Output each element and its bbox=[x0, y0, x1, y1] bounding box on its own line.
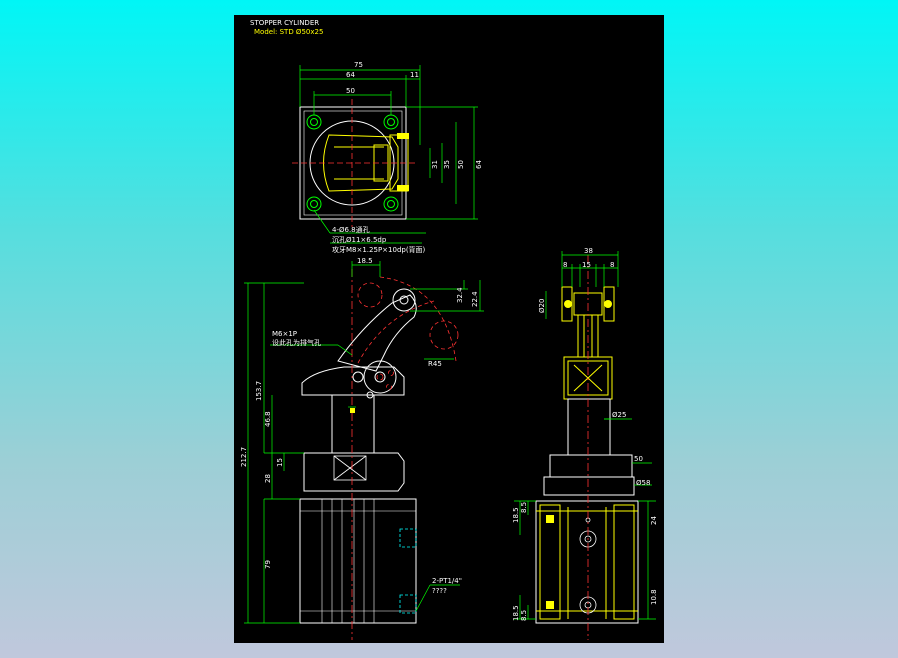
dim-front-468: 46.8 bbox=[264, 411, 272, 427]
dim-front-r45: R45 bbox=[428, 360, 442, 368]
dim-top-50: 50 bbox=[346, 87, 355, 95]
drawing-title: STOPPER CYLINDER bbox=[250, 19, 319, 27]
dim-top-11: 11 bbox=[410, 71, 419, 79]
dim-top-31: 31 bbox=[431, 160, 439, 169]
dim-top-64: 64 bbox=[346, 71, 355, 79]
dim-front-15: 15 bbox=[276, 458, 284, 467]
dim-side-24: 24 bbox=[650, 516, 658, 525]
note-counterbore: 沉孔Ø11×6.5dp bbox=[332, 236, 387, 244]
dim-side-85b: 8.5 bbox=[520, 610, 528, 621]
top-view: 75 64 11 50 31 35 50 64 4-Ø6.8通孔 沉孔Ø11×6… bbox=[292, 61, 483, 254]
dim-side-50: 50 bbox=[634, 455, 643, 463]
note-port: 2-PT1/4" bbox=[432, 577, 462, 585]
drawing-sheet: STOPPER CYLINDER Model: STD Ø50x25 bbox=[234, 15, 664, 643]
dim-front-224: 22.4 bbox=[471, 291, 479, 307]
cad-drawing: STOPPER CYLINDER Model: STD Ø50x25 bbox=[240, 19, 658, 640]
dim-front-1537: 153.7 bbox=[255, 381, 263, 401]
dim-top-50v: 50 bbox=[457, 160, 465, 169]
note-m6-vent: 设此孔为排气孔 bbox=[272, 338, 321, 347]
drawing-model: Model: STD Ø50x25 bbox=[254, 28, 323, 36]
note-m6: M6×1P bbox=[272, 330, 297, 338]
dim-side-p20: Ø20 bbox=[538, 299, 546, 313]
dim-side-15: 15 bbox=[582, 261, 591, 269]
dim-front-185: 18.5 bbox=[357, 257, 373, 265]
dim-side-p58: Ø58 bbox=[636, 479, 650, 487]
dim-side-38: 38 bbox=[584, 247, 593, 255]
dim-front-324: 32.4 bbox=[456, 287, 464, 303]
dim-top-75: 75 bbox=[354, 61, 363, 69]
dim-side-85: 8.5 bbox=[520, 502, 528, 513]
note-holes: 4-Ø6.8通孔 bbox=[332, 225, 370, 234]
dim-top-35: 35 bbox=[443, 160, 451, 169]
dim-side-p25: Ø25 bbox=[612, 411, 626, 419]
side-view: 38 8 15 8 Ø20 Ø25 50 Ø58 18.5 8.5 24 18.… bbox=[512, 247, 658, 640]
dim-side-185b: 18.5 bbox=[512, 605, 520, 621]
front-view: 18.5 32.4 22.4 R45 M6×1P 设此孔为排气孔 153.7 4… bbox=[240, 257, 484, 640]
note-thread: 攻牙M8×1.25P×10dp(背面) bbox=[332, 245, 426, 254]
dim-side-185: 18.5 bbox=[512, 507, 520, 523]
dim-front-2127: 212.7 bbox=[240, 447, 248, 467]
note-port-q: ???? bbox=[432, 587, 447, 595]
dim-side-8a: 8 bbox=[563, 261, 567, 269]
dim-side-108: 10.8 bbox=[650, 589, 658, 605]
dim-top-64v: 64 bbox=[475, 160, 483, 169]
dim-front-28: 28 bbox=[264, 474, 272, 483]
dim-side-8b: 8 bbox=[610, 261, 614, 269]
dim-front-79: 79 bbox=[264, 560, 272, 569]
